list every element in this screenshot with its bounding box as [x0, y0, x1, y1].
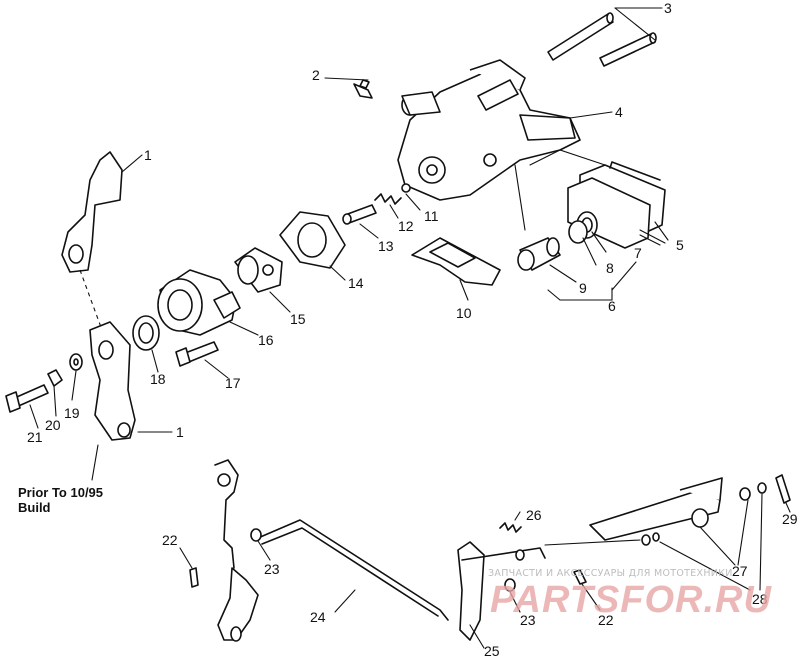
callout-20: 20 [45, 417, 61, 433]
part-small-fasteners [189, 528, 587, 588]
callout-9: 9 [579, 280, 587, 296]
watermark-tagline: ЗАПЧАСТИ И АКСЕССУАРЫ ДЛЯ МОТОТЕХНИКИ [488, 568, 733, 579]
leader-lines [29, 7, 791, 649]
part-lever-assembly [544, 474, 791, 546]
part-pad-retainer [411, 237, 501, 286]
callout-28: 28 [752, 591, 768, 607]
callout-24: 24 [310, 609, 326, 625]
part-cam-bolt [175, 341, 219, 367]
callout-23-right: 23 [520, 612, 536, 628]
callout-25: 25 [484, 643, 500, 658]
callout-5: 5 [676, 237, 684, 253]
callout-22-left: 22 [162, 532, 178, 548]
part-bleeder-screw [353, 79, 373, 99]
callout-21: 21 [27, 429, 43, 445]
callout-2: 2 [312, 67, 320, 83]
part-lever-cam [234, 247, 283, 293]
part-fastener-stack [5, 353, 83, 413]
callout-17: 17 [225, 375, 241, 391]
callout-6: 6 [608, 298, 616, 314]
callout-15: 15 [290, 311, 306, 327]
callout-23-left: 23 [264, 561, 280, 577]
callout-22-right: 22 [598, 612, 614, 628]
callout-26: 26 [526, 507, 542, 523]
watermark-brand: PARTSFOR.RU [490, 579, 772, 621]
part-seal-plate [279, 211, 346, 269]
callout-numbers: 1 1 2 3 4 5 6 7 8 9 10 11 12 13 14 15 16… [27, 0, 798, 658]
part-guide-pins [547, 12, 657, 67]
callout-12: 12 [398, 218, 414, 234]
callout-1-lower-bracket: 1 [176, 424, 184, 440]
callout-11: 11 [424, 208, 439, 224]
build-note-line2: Build [18, 500, 51, 515]
part-piston [517, 237, 561, 271]
part-brackets [61, 151, 136, 441]
build-note: Prior To 10/95 Build [18, 485, 103, 515]
part-spring-set [342, 183, 411, 225]
part-caliper-housing [397, 59, 606, 231]
part-linkage [214, 459, 546, 642]
callout-1-upper-bracket: 1 [144, 147, 152, 163]
callout-27: 27 [732, 563, 748, 579]
callout-29: 29 [782, 511, 798, 527]
build-note-line1: Prior To 10/95 [18, 485, 103, 500]
callout-8: 8 [606, 260, 614, 276]
callout-10: 10 [456, 305, 472, 321]
callout-7: 7 [634, 245, 642, 261]
callout-3: 3 [664, 0, 672, 16]
callout-4: 4 [615, 104, 623, 120]
callout-18: 18 [150, 371, 166, 387]
part-cam-housing [157, 269, 241, 336]
callout-13: 13 [378, 238, 394, 254]
callout-16: 16 [258, 332, 274, 348]
callout-14: 14 [348, 275, 364, 291]
callout-19: 19 [64, 405, 80, 421]
watermark: ЗАПЧАСТИ И АКСЕССУАРЫ ДЛЯ МОТОТЕХНИКИ PA… [488, 568, 772, 621]
part-small-spring [499, 522, 522, 533]
part-large-washer [132, 315, 160, 351]
